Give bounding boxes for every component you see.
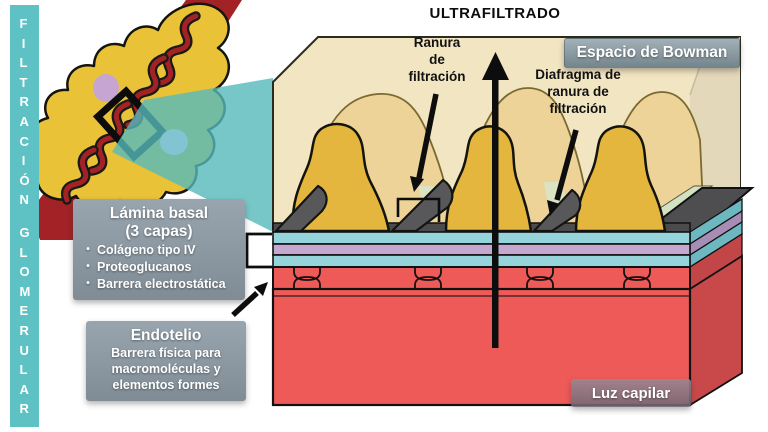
pedicels-front-row [291,122,667,233]
luz-capilar-tag: Luz capilar [571,379,691,407]
lamina-densa [272,243,691,256]
ranura-label: Ranura de filtración [408,35,466,84]
lamina-bullet: Barrera electrostática [79,276,239,292]
diafragma-arrow [554,129,579,201]
nucleus [93,74,119,102]
basal-lamina-bracket [245,232,272,269]
lamina-rara-externa [272,231,691,245]
lamina-bullet: Proteoglucanos [79,259,239,275]
page-title: ULTRAFILTRADO [429,5,561,22]
ultrafiltrate-arrow-shaft [492,72,499,348]
filtration-slit-bracket [396,197,441,222]
lamina-bullet: Colágeno tipo IV [79,242,239,258]
slit-diaphragm-wedges [274,178,582,233]
endotelio-arrow [231,290,259,318]
zoom-beam [112,78,273,232]
endothelial-fenestrations [293,268,651,288]
beam-cell-dot [160,129,188,155]
lamina-basal-box: Lámina basal (3 capas) Colágeno tipo IV … [73,199,245,300]
lamina-rara-interna [272,254,691,268]
vertical-title-bar: FILTRACIÓN GLOMERULAR [10,5,39,427]
endotelio-box: Endotelio Barrera física para macromoléc… [86,321,246,401]
espacio-de-bowman-tag: Espacio de Bowman [564,38,740,68]
vertical-title-word1: FILTRACIÓN [19,16,32,208]
ranura-arrow [416,93,439,179]
filtration-layers [271,197,743,407]
diafragma-label: Diafragma de ranura de filtración [535,67,621,116]
vertical-title-word2: GLOMERULAR [19,224,33,417]
ultrafiltrate-arrow-head [482,52,509,80]
annotation-arrows [231,52,579,348]
